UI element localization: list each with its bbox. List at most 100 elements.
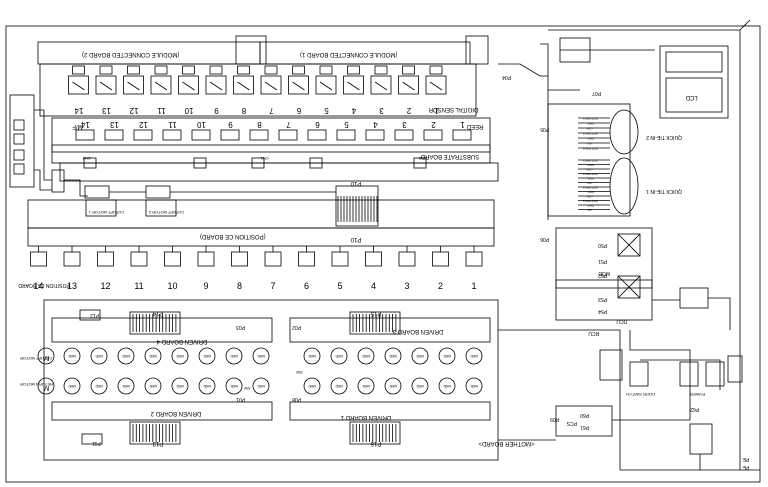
quick-tie-pins — [578, 117, 610, 210]
reed-switch-5 — [336, 129, 356, 141]
motor-right-label-1-6: MID — [470, 384, 477, 389]
reed-number-12: 12 — [139, 120, 148, 129]
sensor-mark-2 — [402, 81, 415, 91]
label-pe2: PE — [742, 464, 749, 470]
sensor-module-2 — [398, 75, 419, 95]
reed-switch-9 — [220, 129, 240, 141]
reed-number-7: 7 — [286, 120, 291, 129]
reed-number-6: 6 — [315, 120, 320, 129]
label-p11: P11 — [92, 440, 101, 446]
bottom-right-wire — [699, 454, 760, 471]
position-switch-12 — [97, 251, 114, 267]
sensor-plug-10 — [182, 65, 195, 75]
label-reed: REED — [466, 123, 483, 129]
sensor-module-7 — [260, 75, 282, 95]
relay-box-e — [727, 355, 743, 383]
sensor-module-6 — [288, 75, 309, 95]
sensor-mark-9 — [209, 81, 223, 91]
quick2-pin-3: DET-DRV2 — [583, 132, 598, 136]
sensor-mark-6 — [292, 81, 305, 91]
motor-right-label-0-5: MID — [443, 354, 450, 359]
sensor-plug-12 — [127, 65, 140, 75]
label-sw2: SW — [296, 370, 303, 375]
driven-area-frame — [43, 299, 499, 461]
quick-tie-2-ring — [609, 109, 639, 155]
sensor-plug-2 — [402, 65, 415, 75]
label-p09: P09 — [550, 416, 559, 422]
small-connector-2 — [81, 433, 103, 445]
motor-end-label-1: M — [43, 384, 49, 391]
module-number-11: 11 — [157, 106, 166, 115]
quick1-pin-4: GND — [587, 177, 595, 181]
label-p61: P61 — [580, 424, 589, 430]
label-pe: PE — [742, 456, 749, 462]
position-switch-11 — [130, 251, 148, 267]
position-number-2: 2 — [438, 281, 443, 291]
motor-right-1-1 — [330, 377, 348, 395]
left-wire-1 — [34, 109, 52, 181]
label-driven-3: DRIVEN BOARD 3 — [392, 328, 443, 334]
position-number-13: 13 — [67, 281, 77, 291]
sensor-mark-4 — [347, 81, 360, 91]
power-out-wire — [708, 297, 731, 330]
motor-left-label-0-1: MID — [95, 354, 102, 359]
label-p52: P52 — [598, 272, 607, 278]
label-door: DOOR SWITCH — [626, 392, 655, 397]
position-number-6: 6 — [304, 281, 309, 291]
sensor-module-9 — [205, 75, 227, 95]
reed-row — [75, 129, 472, 141]
relay-box-a — [599, 349, 623, 381]
driven-board-4-frame — [51, 317, 273, 343]
label-cutoff-2: CUTOFF MOTOR 2 — [148, 210, 184, 215]
position-number-10: 10 — [167, 281, 177, 291]
relay-1-cross-b — [617, 233, 641, 257]
position-number-11: 11 — [134, 281, 143, 291]
motor-right-0-4 — [411, 347, 429, 365]
label-driven-4: DRIVEN BOARD 4 — [156, 338, 207, 344]
label-module-board-2: (MODULE CONNECTED BOARD 2) — [82, 51, 179, 57]
right-wire-1 — [498, 63, 548, 77]
label-p07: P07 — [592, 90, 601, 96]
label-p14: P14 — [152, 310, 163, 316]
motor-left-0-0 — [63, 347, 81, 365]
motor-right-1-2 — [357, 377, 375, 395]
reed-number-14: 14 — [81, 120, 90, 129]
label-p12: P12 — [90, 312, 99, 318]
dcu-relay-2 — [617, 275, 641, 299]
reed-switch-1 — [452, 129, 472, 141]
sensor-plug-5 — [319, 65, 333, 75]
label-mother-board: <MOTHER BOARD> — [478, 440, 535, 446]
motor-right-0-5 — [438, 347, 456, 365]
relay-box-f — [689, 423, 713, 455]
motor-left-1-7 — [252, 377, 270, 395]
module-number-6: 6 — [296, 106, 301, 115]
quick2-pin-1: GND — [587, 122, 595, 126]
module-number-2: 2 — [406, 106, 411, 115]
label-p10: P10 — [350, 180, 361, 186]
motor-left-label-1-5: MID — [203, 384, 210, 389]
sensor-module-3 — [370, 75, 392, 95]
motor-end-label-0: M — [43, 354, 49, 361]
reed-number-5: 5 — [344, 120, 349, 129]
motor-right-0-1 — [330, 347, 348, 365]
position-number-3: 3 — [404, 281, 409, 291]
motor-left-label-0-5: MID — [203, 354, 210, 359]
cutoff-connector-2 — [145, 185, 171, 199]
label-substrate: SUBSTRATE BOARD — [420, 153, 479, 159]
relay-box-b — [629, 361, 649, 387]
module-number-10: 10 — [184, 106, 193, 115]
big-connector-3 — [129, 421, 181, 445]
quick-tie-frame — [547, 103, 631, 217]
left-wire-2 — [34, 169, 52, 191]
board-joint-connector — [235, 35, 267, 65]
left-switch-column — [9, 94, 35, 188]
sensor-mark-11 — [154, 81, 168, 91]
module-number-3: 3 — [379, 106, 384, 115]
mother-wire-2 — [629, 330, 691, 420]
motor-right-label-0-6: MID — [470, 354, 477, 359]
sensor-plug-14 — [72, 65, 85, 75]
label-quick-tie-1: QUICK TIE-IN 1 — [646, 188, 682, 194]
sensor-plug-6 — [292, 65, 305, 75]
motor-left-label-1-6: MID — [230, 384, 237, 389]
antenna-mark-2 — [742, 19, 751, 28]
